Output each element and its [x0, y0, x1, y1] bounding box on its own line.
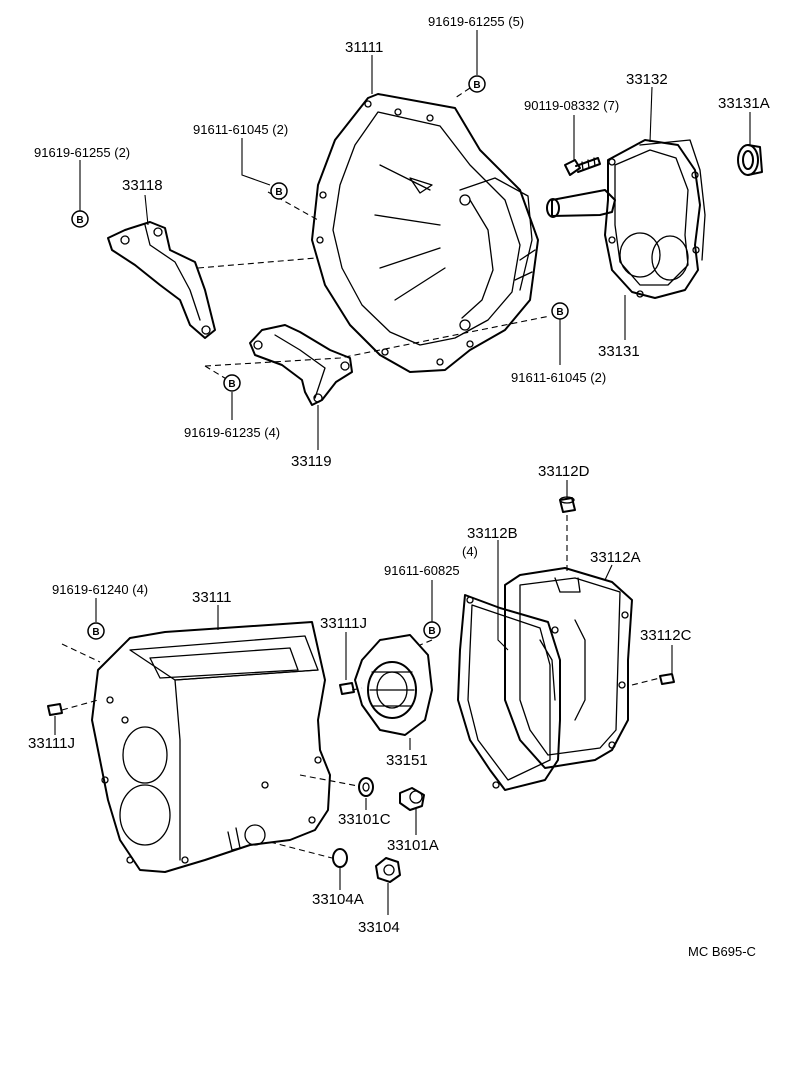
- bolt-marker-icon: B: [468, 75, 486, 93]
- gasket-33112B: [457, 594, 561, 791]
- label-91611-60825: 91611-60825: [384, 563, 460, 578]
- bolt-marker-icon: B: [223, 374, 241, 392]
- label-33111J-top: 33111J: [320, 615, 367, 632]
- plug-33101A: [399, 787, 425, 811]
- label-33104A: 33104A: [312, 891, 364, 908]
- bracket-33118: [107, 221, 216, 339]
- clutch-housing-31111: [311, 93, 539, 373]
- svg-text:B: B: [473, 80, 480, 91]
- dowel-33112C: [659, 673, 675, 685]
- extension-housing-33131: [546, 139, 706, 299]
- label-33132: 33132: [626, 71, 668, 88]
- label-33112B-qty: (4): [462, 544, 478, 559]
- diagram-code: MC B695-C: [688, 944, 756, 959]
- dowel-33111J-top: [339, 682, 355, 695]
- label-33101A: 33101A: [387, 837, 439, 854]
- label-33151: 33151: [386, 752, 428, 769]
- label-90119-08332-7: 90119-08332 (7): [524, 98, 619, 113]
- svg-text:B: B: [275, 187, 282, 198]
- svg-text:B: B: [228, 379, 235, 390]
- label-33112C: 33112C: [640, 627, 692, 644]
- svg-text:B: B: [428, 626, 435, 637]
- bolt-markers: B B B B B B B: [71, 75, 569, 640]
- label-33112D: 33112D: [538, 463, 590, 480]
- label-91611-61045-2-right: 91611-61045 (2): [511, 370, 606, 385]
- label-33101C: 33101C: [338, 811, 391, 828]
- label-33119: 33119: [291, 453, 332, 470]
- label-33112B: 33112B: [467, 525, 518, 542]
- bolt-marker-icon: B: [551, 302, 569, 320]
- assembly-lines-lower: [61, 515, 661, 859]
- bracket-33119: [249, 324, 353, 406]
- svg-text:B: B: [92, 627, 99, 638]
- label-91619-61255-5: 91619-61255 (5): [428, 14, 524, 29]
- assembly-lines-upper: [197, 87, 551, 381]
- bolt-marker-icon: B: [270, 182, 288, 200]
- label-91619-61235-4: 91619-61235 (4): [184, 425, 280, 440]
- label-91611-61045-2-top: 91611-61045 (2): [193, 122, 288, 137]
- plug-33104: [375, 857, 401, 883]
- plug-33112D: [559, 496, 576, 513]
- svg-text:B: B: [556, 307, 563, 318]
- dowel-33111J-left: [47, 703, 63, 716]
- label-91619-61240-4: 91619-61240 (4): [52, 582, 148, 597]
- plug-33101C-washer: [358, 777, 374, 797]
- bolt-marker-icon: B: [71, 210, 89, 228]
- bolt-90119-08332: [564, 157, 601, 176]
- bearing-retainer-33151: [354, 634, 433, 736]
- svg-text:B: B: [76, 215, 83, 226]
- bolt-marker-icon: B: [87, 622, 105, 640]
- label-33118: 33118: [122, 177, 163, 194]
- leader-lines: [54, 30, 751, 915]
- label-33111J-left: 33111J: [28, 735, 75, 752]
- label-33131: 33131: [598, 343, 640, 360]
- transmission-case-33111: [91, 621, 331, 873]
- oil-seal-33131A: [737, 144, 763, 176]
- label-33112A: 33112A: [590, 549, 641, 566]
- label-33131A: 33131A: [718, 95, 770, 112]
- label-91619-61255-2: 91619-61255 (2): [34, 145, 130, 160]
- label-33111: 33111: [192, 589, 232, 606]
- washer-33104A: [332, 848, 348, 868]
- label-33104: 33104: [358, 919, 400, 936]
- bolt-marker-icon: B: [423, 621, 441, 639]
- transfer-case-33112A: [504, 567, 633, 769]
- part-labels: 91619-61255 (5) 31111 33132 90119-08332 …: [28, 14, 770, 959]
- label-31111: 31111: [345, 39, 383, 56]
